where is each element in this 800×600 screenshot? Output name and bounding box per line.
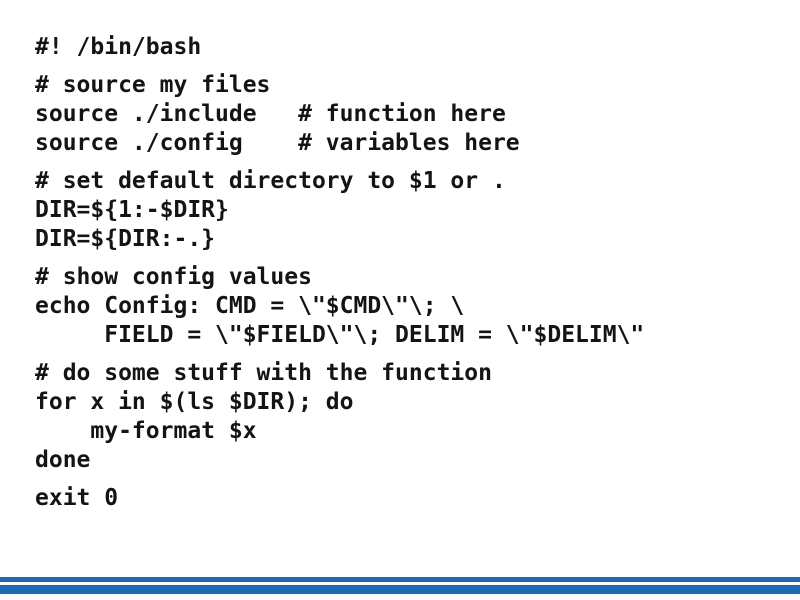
code-block-source: # source my files source ./include # fun… [35,71,790,158]
code-listing: #! /bin/bash # source my files source ./… [35,33,790,522]
code-block-exit: exit 0 [35,484,790,513]
code-line: FIELD = \"$FIELD\"\; DELIM = \"$DELIM\" [35,322,645,348]
code-block-default-dir: # set default directory to $1 or . DIR=$… [35,167,790,254]
code-line: DIR=${DIR:-.} [35,226,216,252]
code-line: # show config values [35,264,312,290]
code-line: #! /bin/bash [35,34,202,60]
code-line: # set default directory to $1 or . [35,168,506,194]
footer-bar-gap [0,582,800,585]
footer-bar-thick [0,585,800,594]
code-line: # source my files [35,72,271,98]
code-block-show-config: # show config values echo Config: CMD = … [35,263,790,350]
code-line: my-format $x [35,418,257,444]
code-line: exit 0 [35,485,119,511]
code-line: done [35,447,91,473]
footer-bar-thin [0,577,800,582]
code-line: source ./include # function here [35,101,506,127]
code-line: DIR=${1:-$DIR} [35,197,229,223]
code-block-shebang: #! /bin/bash [35,33,790,62]
code-line: source ./config # variables here [35,130,520,156]
code-line: for x in $(ls $DIR); do [35,389,354,415]
code-line: echo Config: CMD = \"$CMD\"\; \ [35,293,465,319]
code-block-for-loop: # do some stuff with the function for x … [35,359,790,475]
code-line: # do some stuff with the function [35,360,492,386]
footer-accent-bars [0,577,800,594]
